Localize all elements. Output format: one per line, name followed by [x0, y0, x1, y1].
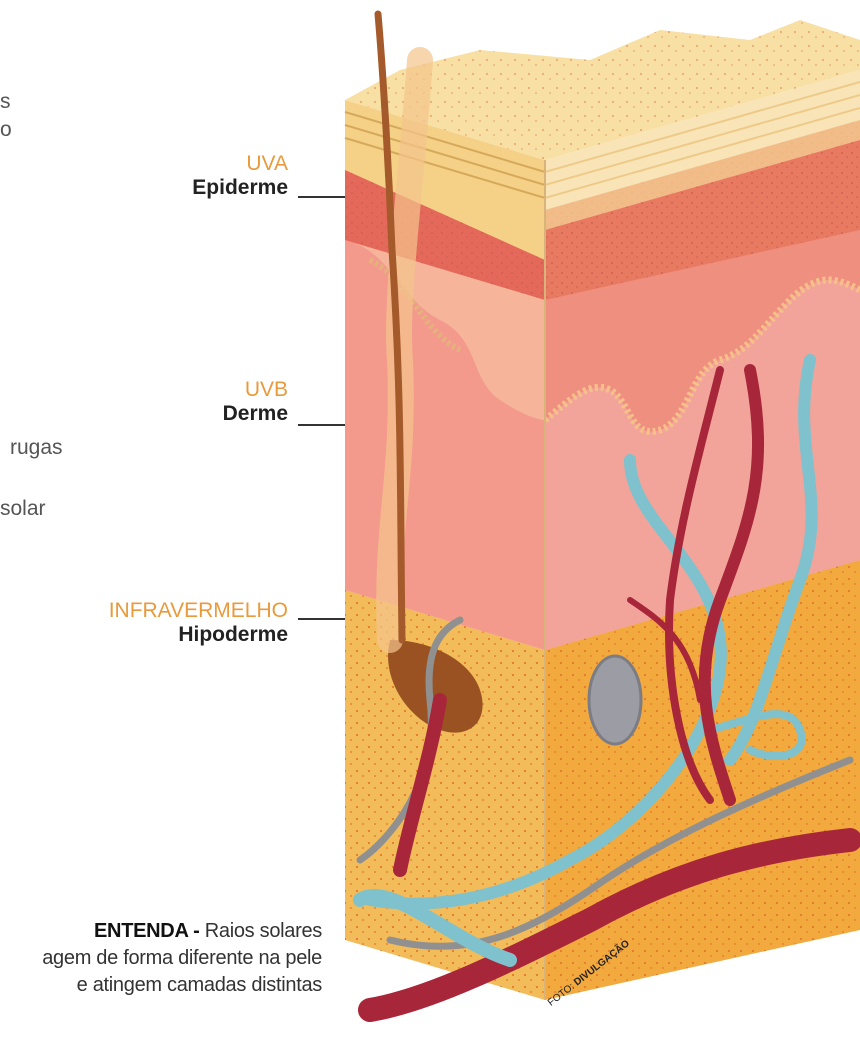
ray-uvb: UVB — [223, 378, 288, 402]
fragment-text-1: s — [0, 90, 11, 114]
label-uvb-derme: UVB Derme — [223, 378, 288, 426]
layer-derme: Derme — [223, 402, 288, 426]
label-infravermelho-hipoderme: INFRAVERMELHO Hipoderme — [109, 599, 288, 647]
fragment-text-2: o — [0, 118, 12, 142]
caption-heading: ENTENDA - — [94, 920, 199, 942]
caption-block: ENTENDA - Raios solares agem de forma di… — [0, 918, 322, 999]
caption-line-3: e atingem camadas distintas — [77, 974, 322, 996]
fragment-text-3: rugas — [10, 436, 63, 460]
label-uva-epiderme: UVA Epiderme — [192, 152, 288, 200]
layer-epiderme: Epiderme — [192, 176, 288, 200]
caption-line-1: Raios solares — [199, 920, 322, 942]
fragment-text-4: solar — [0, 497, 46, 521]
sweat-gland-capsule — [589, 656, 641, 744]
layer-hipoderme: Hipoderme — [109, 623, 288, 647]
skin-cross-section-illustration — [330, 0, 860, 1043]
ray-uva: UVA — [192, 152, 288, 176]
caption-line-2: agem de forma diferente na pele — [42, 947, 322, 969]
ray-infravermelho: INFRAVERMELHO — [109, 599, 288, 623]
